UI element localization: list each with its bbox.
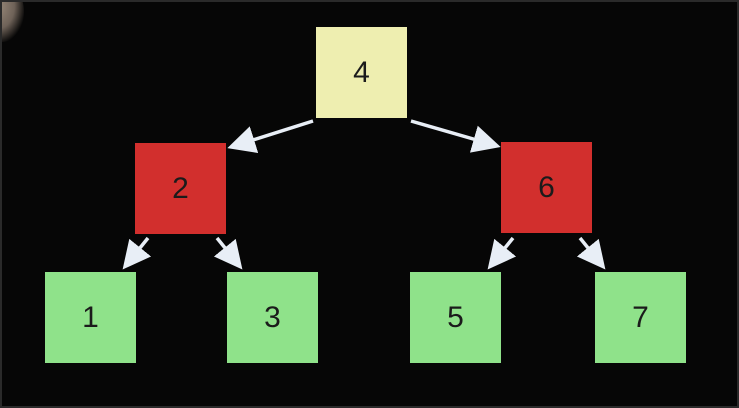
- node-label: 4: [353, 55, 370, 89]
- tree-leaf-2: 3: [227, 272, 318, 363]
- edge-2-to-1: [122, 236, 152, 270]
- tree-node-left-child: 2: [135, 143, 226, 234]
- tree-leaf-1: 1: [45, 272, 136, 363]
- node-label: 2: [172, 171, 189, 205]
- node-label: 3: [264, 300, 281, 334]
- tree-leaf-4: 7: [595, 272, 686, 363]
- edge-6-to-7: [576, 236, 606, 270]
- node-label: 1: [82, 300, 99, 334]
- node-label: 6: [538, 170, 555, 204]
- tree-leaf-3: 5: [410, 272, 501, 363]
- edge-2-to-3: [213, 236, 243, 270]
- node-label: 7: [632, 300, 649, 334]
- node-label: 5: [447, 300, 464, 334]
- edge-4-to-6: [410, 119, 501, 153]
- tree-node-root: 4: [316, 27, 407, 118]
- edge-6-to-5: [487, 236, 517, 270]
- edge-4-to-2: [227, 119, 314, 154]
- tree-node-right-child: 6: [501, 142, 592, 233]
